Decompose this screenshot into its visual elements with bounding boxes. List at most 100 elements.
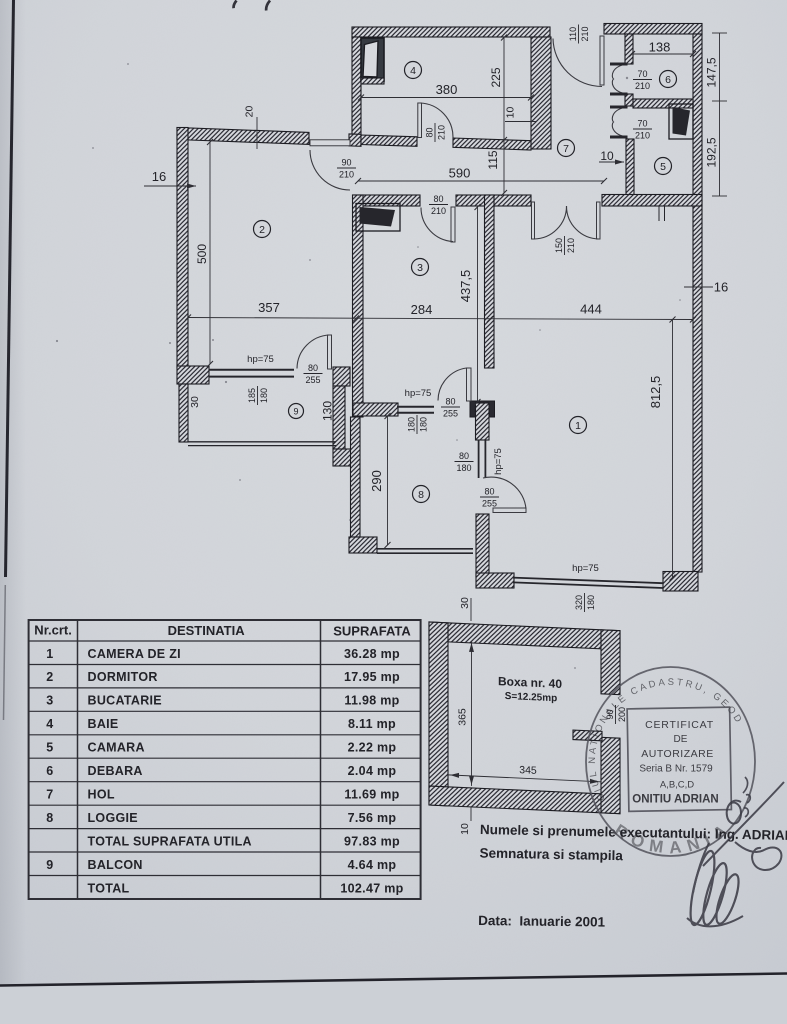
svg-text:2.22 mp: 2.22 mp bbox=[348, 741, 397, 755]
svg-text:80: 80 bbox=[425, 127, 435, 137]
svg-text:102.47 mp: 102.47 mp bbox=[340, 881, 403, 895]
svg-text:LOGGIE: LOGGIE bbox=[88, 811, 138, 825]
svg-text:36.28 mp: 36.28 mp bbox=[344, 647, 400, 661]
svg-text:80: 80 bbox=[459, 451, 469, 461]
svg-text:180: 180 bbox=[407, 417, 417, 432]
svg-text:Numele si prenumele executantu: Numele si prenumele executantului: Ing. … bbox=[480, 822, 787, 843]
svg-text:4.64 mp: 4.64 mp bbox=[348, 858, 397, 872]
svg-text:192,5: 192,5 bbox=[705, 137, 719, 167]
svg-text:9: 9 bbox=[46, 858, 53, 872]
svg-text:11.98 mp: 11.98 mp bbox=[344, 694, 399, 708]
svg-text:8: 8 bbox=[46, 811, 53, 825]
svg-text:CAMARA: CAMARA bbox=[88, 741, 145, 755]
svg-text:200: 200 bbox=[617, 707, 627, 722]
svg-text:365: 365 bbox=[457, 708, 469, 726]
svg-text:437,5: 437,5 bbox=[458, 270, 473, 303]
svg-text:hp=75: hp=75 bbox=[493, 448, 504, 475]
svg-text:Semnatura si stampila: Semnatura si stampila bbox=[479, 845, 623, 863]
svg-text:90: 90 bbox=[341, 158, 351, 168]
svg-text:3: 3 bbox=[46, 694, 53, 708]
svg-text:4: 4 bbox=[410, 65, 416, 77]
svg-text:284: 284 bbox=[411, 302, 433, 317]
svg-text:S=12.25mp: S=12.25mp bbox=[505, 691, 558, 704]
svg-text:210: 210 bbox=[437, 125, 447, 140]
svg-text:90: 90 bbox=[605, 709, 615, 719]
svg-text:180: 180 bbox=[419, 417, 429, 432]
svg-text:5: 5 bbox=[660, 161, 666, 173]
svg-text:7: 7 bbox=[46, 788, 53, 802]
svg-text:255: 255 bbox=[443, 409, 458, 419]
svg-text:1: 1 bbox=[46, 647, 53, 661]
svg-text:TOTAL SUPRAFATA UTILA: TOTAL SUPRAFATA UTILA bbox=[88, 834, 252, 848]
svg-text:20: 20 bbox=[244, 106, 256, 118]
svg-text:6: 6 bbox=[665, 74, 671, 86]
svg-text:DE: DE bbox=[674, 734, 688, 745]
svg-text:DESTINATIA: DESTINATIA bbox=[168, 623, 246, 638]
svg-text:147,5: 147,5 bbox=[705, 57, 719, 87]
svg-text:hp=75: hp=75 bbox=[572, 563, 599, 574]
svg-text:1: 1 bbox=[575, 420, 581, 432]
svg-text:8.11 mp: 8.11 mp bbox=[348, 717, 396, 731]
svg-text:30: 30 bbox=[459, 597, 471, 609]
svg-text:590: 590 bbox=[449, 166, 471, 181]
svg-text:80: 80 bbox=[484, 487, 494, 497]
svg-text:357: 357 bbox=[258, 300, 280, 315]
svg-text:16: 16 bbox=[714, 280, 728, 295]
svg-text:150: 150 bbox=[554, 238, 564, 253]
svg-text:BAIE: BAIE bbox=[88, 717, 119, 731]
svg-text:hp=75: hp=75 bbox=[405, 388, 432, 399]
svg-text:210: 210 bbox=[580, 26, 590, 41]
svg-text:8: 8 bbox=[418, 489, 424, 501]
svg-text:BUCATARIE: BUCATARIE bbox=[88, 694, 162, 708]
svg-text:210: 210 bbox=[431, 206, 446, 216]
svg-text:7: 7 bbox=[563, 143, 569, 155]
svg-text:Nr.crt.: Nr.crt. bbox=[34, 623, 72, 638]
svg-text:210: 210 bbox=[566, 238, 576, 253]
svg-text:500: 500 bbox=[195, 244, 209, 264]
svg-text:DORMITOR: DORMITOR bbox=[88, 670, 158, 684]
svg-text:255: 255 bbox=[305, 375, 320, 385]
svg-text:180: 180 bbox=[586, 595, 596, 610]
svg-text:5: 5 bbox=[46, 741, 53, 755]
svg-text:Data: Ianuarie 2001: Data: Ianuarie 2001 bbox=[478, 913, 605, 930]
svg-text:225: 225 bbox=[489, 67, 503, 87]
svg-text:ONITIU ADRIAN: ONITIU ADRIAN bbox=[632, 794, 718, 806]
svg-text:180: 180 bbox=[456, 463, 471, 473]
svg-text:2: 2 bbox=[259, 224, 265, 236]
svg-text:3: 3 bbox=[417, 262, 423, 274]
svg-text:80: 80 bbox=[308, 363, 318, 373]
svg-text:70: 70 bbox=[637, 119, 647, 129]
svg-text:Boxa nr. 40: Boxa nr. 40 bbox=[498, 674, 562, 691]
svg-text:hp=75: hp=75 bbox=[247, 354, 274, 365]
svg-text:210: 210 bbox=[635, 81, 650, 91]
svg-text:320: 320 bbox=[574, 595, 584, 610]
svg-text:HOL: HOL bbox=[88, 788, 115, 802]
svg-text:380: 380 bbox=[436, 82, 458, 97]
svg-text:11.69 mp: 11.69 mp bbox=[344, 788, 399, 802]
svg-text:TOTAL: TOTAL bbox=[88, 881, 130, 895]
svg-text:110: 110 bbox=[568, 27, 578, 41]
svg-text:255: 255 bbox=[482, 499, 497, 509]
svg-text:80: 80 bbox=[445, 397, 455, 407]
svg-text:180: 180 bbox=[259, 388, 269, 403]
svg-text:Seria B Nr. 1579: Seria B Nr. 1579 bbox=[639, 764, 713, 775]
svg-text:345: 345 bbox=[519, 764, 537, 777]
svg-text:17.95 mp: 17.95 mp bbox=[344, 670, 400, 684]
svg-text:DEBARA: DEBARA bbox=[88, 764, 143, 778]
svg-text:SUPRAFATA: SUPRAFATA bbox=[333, 624, 411, 639]
svg-text:A,B,C,D: A,B,C,D bbox=[660, 780, 694, 791]
svg-text:BALCON: BALCON bbox=[88, 858, 143, 872]
svg-text:210: 210 bbox=[339, 170, 354, 180]
svg-text:4: 4 bbox=[46, 717, 53, 731]
svg-text:2.04 mp: 2.04 mp bbox=[348, 764, 397, 778]
svg-text:130: 130 bbox=[321, 401, 335, 421]
svg-text:9: 9 bbox=[293, 407, 298, 417]
svg-text:CERTIFICAT: CERTIFICAT bbox=[645, 719, 714, 731]
svg-text:290: 290 bbox=[369, 470, 384, 492]
svg-text:10: 10 bbox=[600, 149, 614, 163]
svg-text:6: 6 bbox=[46, 764, 53, 778]
svg-text:185: 185 bbox=[247, 388, 257, 403]
svg-text:7.56 mp: 7.56 mp bbox=[348, 811, 397, 825]
svg-text:812,5: 812,5 bbox=[648, 376, 663, 409]
svg-text:138: 138 bbox=[649, 40, 671, 55]
